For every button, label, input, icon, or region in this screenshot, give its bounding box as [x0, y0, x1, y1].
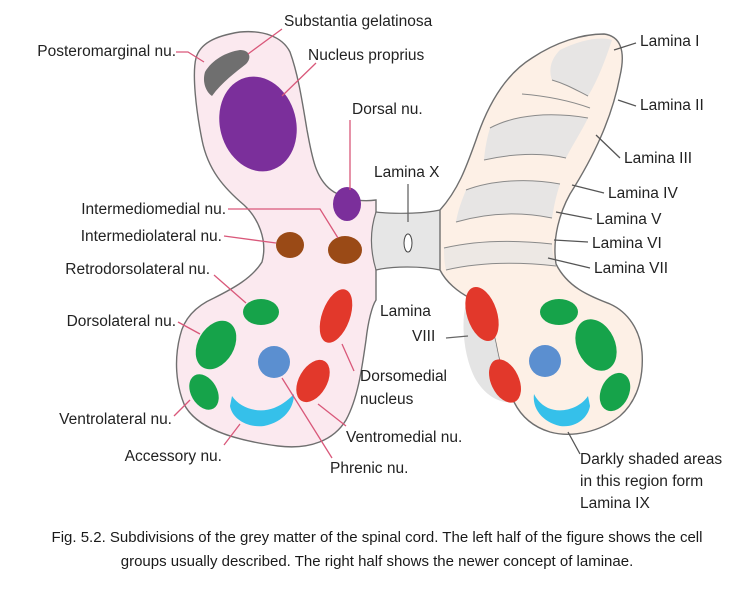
label-lamina-ix-3: Lamina IX [580, 495, 650, 512]
label-ventrolateral: Ventrolateral nu. [59, 411, 172, 428]
lamina-i-band [550, 38, 612, 96]
label-intermediomedial: Intermediomedial nu. [81, 201, 226, 218]
label-lamina-ix-1: Darkly shaded areas [580, 451, 722, 468]
label-dorsomedial-2: nucleus [360, 391, 414, 408]
posteromarginal-nucleus [203, 50, 250, 96]
dorsomedial-nucleus-shape [319, 289, 353, 343]
label-lamina-iii: Lamina III [624, 150, 692, 167]
lamina-viii-leader [445, 335, 469, 339]
lamina-vii-band [444, 241, 556, 270]
label-lamina-iv: Lamina IV [608, 185, 678, 202]
lamina-ix-cyan [533, 394, 590, 427]
intermediomedial-nucleus-shape [328, 236, 362, 264]
label-lamina-ii: Lamina II [640, 97, 704, 114]
lamina-ix-red-2 [489, 359, 521, 403]
dorsolateral-nucleus-shape [195, 320, 237, 370]
ventrolateral-nucleus-shape [189, 374, 219, 410]
label-retrodorsolateral: Retrodorsolateral nu. [65, 261, 210, 278]
lamina-ix-green-3 [599, 372, 631, 412]
caption-line-1: Fig. 5.2. Subdivisions of the grey matte… [51, 529, 703, 546]
phrenic-nucleus-shape [258, 346, 290, 378]
lamina-ix-blue [529, 345, 561, 377]
lamina-ix-green-1 [540, 299, 578, 325]
label-lamina-v: Lamina V [596, 211, 662, 228]
label-dorsomedial-1: Dorsomedial [360, 368, 447, 385]
label-nucleus-proprius: Nucleus proprius [308, 47, 425, 64]
label-intermediolateral: Intermediolateral nu. [81, 228, 222, 245]
label-substantia-gelatinosa: Substantia gelatinosa [284, 13, 433, 30]
caption-line-2: groups usually described. The right half… [120, 553, 634, 570]
label-lamina-viii-2: VIII [412, 328, 435, 345]
label-dorsal: Dorsal nu. [352, 101, 423, 118]
ventromedial-nucleus-shape [296, 359, 330, 403]
label-posteromarginal: Posteromarginal nu. [37, 43, 176, 60]
lamina-iii-band [484, 114, 588, 160]
label-lamina-vi: Lamina VI [592, 235, 662, 252]
leader-lines-right [547, 42, 637, 455]
retrodorsolateral-nucleus-shape [243, 299, 279, 325]
label-lamina-x: Lamina X [374, 164, 440, 181]
label-ventromedial: Ventromedial nu. [346, 429, 462, 446]
central-canal [403, 233, 413, 253]
leader-lines-left [173, 28, 355, 459]
dorsal-nucleus-shape [333, 187, 361, 221]
intermediolateral-nucleus-shape [276, 232, 304, 258]
lamina-boundaries [443, 79, 591, 271]
label-lamina-ix-2: in this region form [580, 473, 703, 490]
figure-caption: Fig. 5.2. Subdivisions of the grey matte… [6, 526, 748, 574]
label-lamina-i: Lamina I [640, 33, 699, 50]
label-accessory: Accessory nu. [125, 448, 222, 465]
lamina-ix-green-2 [575, 319, 617, 371]
accessory-nucleus-shape [230, 394, 294, 427]
lamina-v-band [456, 180, 560, 222]
label-phrenic: Phrenic nu. [330, 460, 408, 477]
label-lamina-viii-1: Lamina [380, 303, 431, 320]
lamina-ix-red-1 [465, 286, 499, 342]
nucleus-proprius-shape [219, 76, 297, 172]
label-dorsolateral: Dorsolateral nu. [67, 313, 176, 330]
label-lamina-vii: Lamina VII [594, 260, 668, 277]
